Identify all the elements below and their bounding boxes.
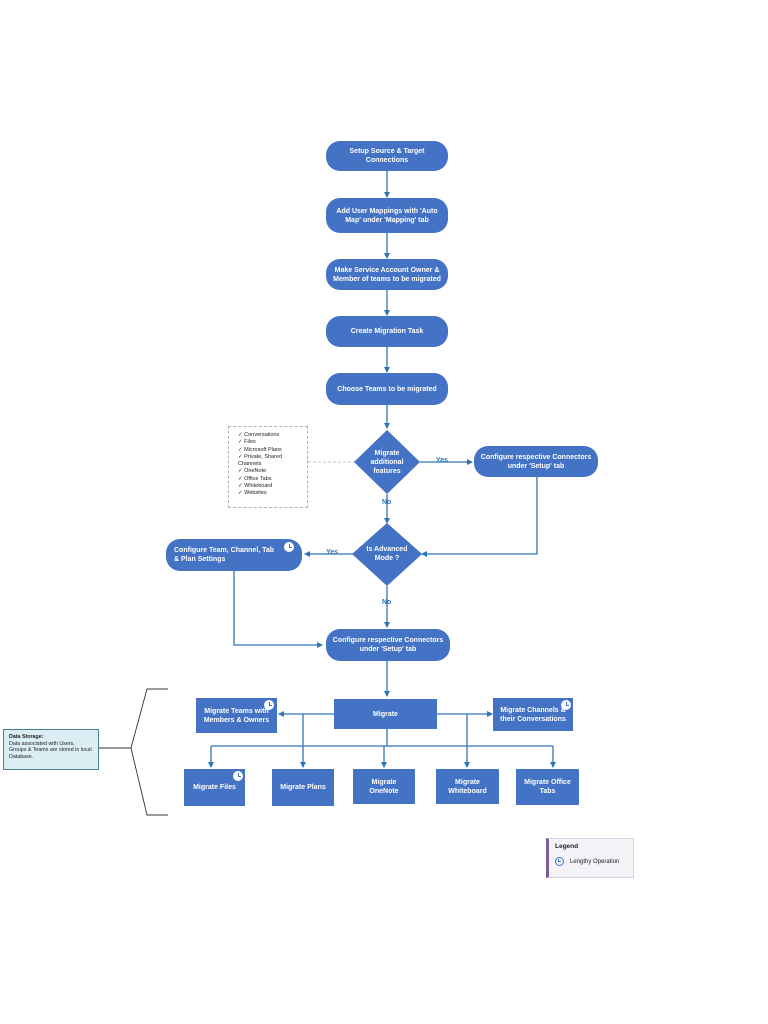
step-configure-connectors-right: Configure respective Connectors under 'S… [474,446,598,477]
edge-label-no-2: No [382,599,392,606]
decision-additional-features-shape [354,430,420,494]
step-migrate-plans: Migrate Plans [272,769,334,806]
step-migrate-whiteboard: Migrate Whiteboard [436,769,499,804]
decision-additional-features: Migrate additional features [359,443,415,481]
legend-item-label: Lengthy Operation [570,858,620,865]
features-note: ✓ Conversations ✓ Files ✓ Microsoft Plan… [228,426,308,508]
feature-item: ✓ Websites [238,490,267,497]
step-migrate-teams-label: Migrate Teams with Members & Owners [203,707,270,724]
arrow-connectors-to-decision2 [421,477,538,557]
feature-item: ✓ Microsoft Plans [238,446,282,453]
legend-item: Lengthy Operation [555,857,627,866]
edge-label-yes-2: Yes [326,549,339,556]
step-migrate-whiteboard-label: Migrate Whiteboard [448,778,487,795]
feature-item: ✓ Conversations [238,432,280,438]
feature-item: ✓ Files [238,439,256,446]
step-configure-team-settings-label: Configure Team, Channel, Tab & Plan Sett… [174,547,275,563]
data-storage-text: Data associated with Users, Groups & Tea… [9,740,92,760]
clock-icon [264,700,274,710]
step-migrate-channels-label: Migrate Channels & their Conversations [500,706,566,723]
step-setup-connections: Setup Source & Target Connections [326,141,448,171]
storage-bracket [130,688,168,816]
step-choose-teams: Choose Teams to be migrated [326,373,448,405]
step-migrate-files: Migrate Files [184,769,245,806]
arrow-team-settings-to-connectors [233,571,323,648]
step-setup-connections-label: Setup Source & Target Connections [349,148,425,164]
step-migrate-channels: Migrate Channels & their Conversations [493,698,573,731]
clock-icon [233,771,243,781]
step-migrate-files-label: Migrate Files [193,784,236,791]
feature-item: ✓ Whiteboard [238,483,273,490]
step-migrate-onenote-label: Migrate OneNote [369,778,399,795]
step-migrate-onenote: Migrate OneNote [353,769,415,804]
step-configure-connectors-center-label: Configure respective Connectors under 'S… [332,637,444,653]
step-create-task: Create Migration Task [326,316,448,347]
step-migrate-office-tabs-label: Migrate Office Tabs [524,779,571,795]
step-create-task-label: Create Migration Task [350,328,424,335]
step-make-service-account: Make Service Account Owner & Member of t… [326,259,448,290]
feature-item: ✓ OneNote [238,468,267,475]
step-configure-team-settings: Configure Team, Channel, Tab & Plan Sett… [166,539,302,571]
step-configure-connectors-center: Configure respective Connectors under 'S… [326,629,450,661]
step-add-user-mappings: Add User Mappings with 'Auto Map' under … [326,198,448,233]
legend: Legend Lengthy Operation [546,838,634,878]
step-migrate-plans-label: Migrate Plans [280,784,326,791]
decision-advanced-mode-label: Is Advanced Mode ? [366,546,408,562]
edge-label-yes-1: Yes [436,457,449,464]
step-add-user-mappings-label: Add User Mappings with 'Auto Map' under … [336,207,438,224]
data-storage-note: Data Storage: Data associated with Users… [3,729,99,770]
step-migrate: Migrate [334,699,437,729]
clock-icon [561,700,571,710]
step-choose-teams-label: Choose Teams to be migrated [337,385,437,393]
step-make-service-account-label: Make Service Account Owner & Member of t… [333,266,441,283]
decision-advanced-mode-shape [352,523,422,586]
feature-item: ✓ Office Tabs [238,475,272,482]
step-migrate-office-tabs: Migrate Office Tabs [516,769,579,805]
decision-additional-features-label: Migrate additional features [370,449,404,475]
edge-label-no-1: No [382,499,392,506]
feature-item: ✓ Private, Shared Channels [238,453,283,468]
legend-title: Legend [555,843,579,850]
step-migrate-teams: Migrate Teams with Members & Owners [196,698,277,733]
data-storage-title: Data Storage: [9,734,44,740]
decision-advanced-mode: Is Advanced Mode ? [362,540,412,568]
clock-icon [555,857,564,866]
clock-icon [284,542,294,552]
step-migrate-label: Migrate [373,710,398,718]
step-configure-connectors-right-label: Configure respective Connectors under 'S… [480,453,592,470]
